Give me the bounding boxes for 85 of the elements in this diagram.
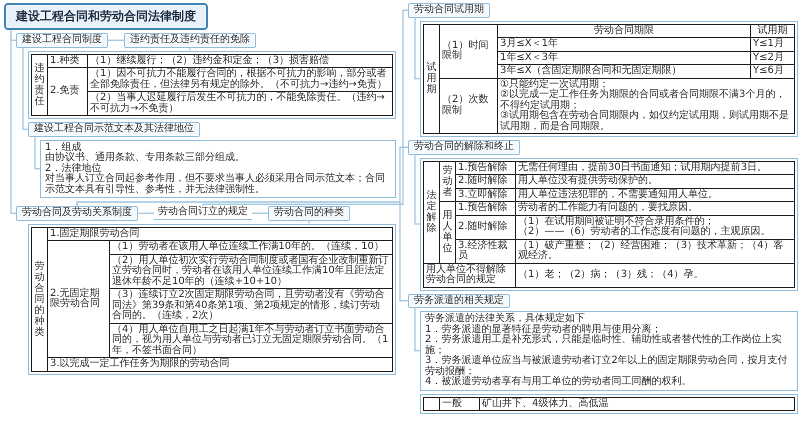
- note-text: 劳务派遣的法律关系，具体规定如下: [425, 314, 585, 324]
- cell-text: 试用期: [756, 26, 788, 36]
- cell-text: （1）时间限制: [442, 40, 490, 62]
- connector-line: [414, 18, 420, 80]
- cell-text: （1）破产重整；（2）经营困难；（3）技术革新；（4）客观经济。: [518, 240, 784, 262]
- table-frame: [420, 20, 798, 137]
- connector-line: [108, 40, 124, 41]
- cell-text: 一般: [442, 398, 463, 409]
- note-text: 2．法律地位: [45, 164, 102, 174]
- cell-text: 法定解除: [426, 190, 436, 234]
- connector-line: [34, 136, 40, 170]
- cell-text: ②以完成一定工作任务为期限的合同或者合同期限不满3个月的，不得约定试用期；: [500, 90, 786, 110]
- topic-box: 劳务派遣的相关规定: [408, 294, 510, 308]
- cell-text: （2）用人单位初次实行劳动合同制度或者国有企业改制重新订立劳动合同时，劳动者在该用人单位连续工作满10年且距法定退休年龄不足10年的（连续+10+10）: [112, 256, 390, 287]
- cell-text: （1）因不可抗力不能履行合同的，根据不可抗力的影响，部分或者全部免除责任，但法律另有规定的除外。（不可抗力→违约→免责）: [90, 69, 388, 90]
- connector-line: [10, 30, 16, 214]
- cell-text: Y≤6月: [753, 66, 785, 76]
- topic-box: 违约责任及违约责任的免除: [124, 33, 256, 48]
- cell-text: 1.预告解除: [458, 203, 509, 214]
- cell-text: 劳动合同期限: [593, 26, 655, 36]
- cell-text: （1）继续履行；（2）违约金和定金；（3）损害赔偿: [90, 56, 330, 66]
- cell-text: 3年≤X（含固定期限合同和无固定期限）: [500, 66, 683, 76]
- note-text: 3．劳务派遣单位应当与被派遣劳动者订立2年以上的固定期限劳动合同，按月支付劳动报酬；: [425, 356, 789, 376]
- cell-text: 2.免责: [50, 86, 81, 97]
- cell-text: （4）用人单位自用工之日起满1年不与劳动者订立书面劳动合同的，视为用人单位与劳动者已订立无固定期限劳动合同。（1年，不签书面合同）: [112, 324, 390, 356]
- cell-text: 3.经济性裁员: [458, 240, 509, 262]
- cell-text: Y≤2月: [753, 52, 785, 63]
- table-frame: [420, 158, 798, 290]
- cell-text: ①只能约定一次试用期；: [500, 80, 609, 90]
- cell-text: 劳动合同的种类: [34, 260, 44, 338]
- cell-text: 用人单位不得解除劳动合同的规定: [426, 264, 507, 286]
- cell-text: 无需任何理由，提前30日书面通知；试用期内提前3日。: [518, 162, 768, 173]
- table-frame: [28, 50, 396, 119]
- topic-box: 劳动合同试用期: [408, 3, 490, 18]
- cell-text: ③试用期包含在劳动合同期限内，如仅约定试用期，则试用期不是试用期，而是合同期限。: [500, 111, 790, 132]
- cell-text: （2）当事人迟延履行后发生不可抗力的，不能免除责任。（违约→不可抗力→不免责）: [90, 93, 386, 114]
- connector-line: [76, 201, 408, 302]
- cell-text: 2.随时解除: [458, 222, 509, 232]
- topic-box: 劳动合同的解除和终止: [408, 140, 520, 154]
- cell-text: 3.立即解除: [458, 190, 509, 200]
- table-frame: [420, 394, 798, 414]
- cell-text: 1.固定期限劳动合同: [50, 228, 141, 239]
- connector-line: [138, 212, 154, 214]
- cell-text: （1）劳动者在该用人单位连续工作满10年的。（连续，10）: [112, 242, 385, 252]
- note-text: 由协议书、通用条款、专用条款三部分组成。: [45, 153, 246, 163]
- cell-text: （1）在试用期间被证明不符合录用条件的；: [518, 216, 716, 226]
- cell-text: 违约责任: [34, 62, 44, 107]
- note-text: 1．劳务派遣的显著特征是劳动者的聘用与使用分离；: [425, 324, 662, 334]
- topic-box: 建设工程合同制度: [16, 33, 108, 48]
- cell-text: 1年≤X＜3年: [500, 52, 559, 63]
- cell-text: （2）——（6）劳动者的工作态度有问题的，主观原因。: [518, 227, 772, 238]
- topic-box: 劳动合同的种类: [268, 206, 350, 220]
- cell-text: 用人单位: [442, 210, 452, 254]
- cell-text: 劳动者: [442, 164, 452, 198]
- cell-text: 用人单位违法犯罪的，不需要通知用人单位。: [518, 190, 719, 200]
- connector-line: [202, 10, 408, 207]
- root-topic-box: 建设工程合同和劳动合同法律制度: [4, 3, 208, 30]
- cell-text: （2）次数限制: [442, 95, 490, 116]
- note-box: [40, 140, 396, 198]
- cell-text: 3月≤X＜1年: [500, 39, 559, 50]
- note-text: 2．劳务派遣用工是补充形式，只能是临时性、辅助性或者替代性的工作岗位上实施；: [425, 335, 782, 356]
- cell-text: 试用期: [426, 62, 436, 96]
- cell-text: 用人单位没有提供劳动保护的。: [518, 176, 659, 186]
- cell-text: 2.无固定期限劳动合同: [50, 288, 101, 310]
- table-frame: [28, 224, 396, 374]
- topic-box: 建设工程合同示范文本及其法律地位: [28, 122, 200, 136]
- note-text: 对当事人订立合同起参考作用，但不要求当事人必须采用合同示范文本；合同示范文本具有引导性、参考性，并无法律强制性。: [45, 174, 386, 195]
- topic-box: 劳动合同及劳动关系制度: [16, 206, 138, 220]
- cell-text: 2.随时解除: [458, 176, 509, 186]
- cell-text: 3.以完成一定工作任务为期限的劳动合同: [50, 359, 231, 370]
- note-text: 4．被派遣劳动者享有与用工单位的劳动者同工同酬的权利。: [425, 377, 692, 388]
- note-text: 1．组成: [45, 142, 82, 152]
- cell-text: 1.预告解除: [458, 162, 509, 173]
- cell-text: 矿山井下、4级体力、高低温: [482, 398, 610, 409]
- connector-line: [252, 212, 268, 214]
- note-box: [420, 311, 798, 390]
- cell-text: （1）老；（2）病；（3）残；（4）孕。: [518, 270, 704, 280]
- connector-line: [414, 308, 420, 352]
- cell-text: 劳动者的工作能力有问题的，要找原因。: [518, 203, 699, 214]
- connector-line: [22, 48, 28, 130]
- cell-text: Y≤1月: [753, 39, 785, 50]
- connector-line: [414, 154, 420, 225]
- cell-text: 1.种类: [50, 56, 81, 66]
- topic-label: 劳动合同订立的规定: [154, 206, 252, 220]
- cell-text: （3）连续订立2次固定期限劳动合同，且劳动者没有《劳动合同法》第39条和第40条第1项、第2项规定的情形，续订劳动合同的。（连续，2次）: [112, 290, 386, 322]
